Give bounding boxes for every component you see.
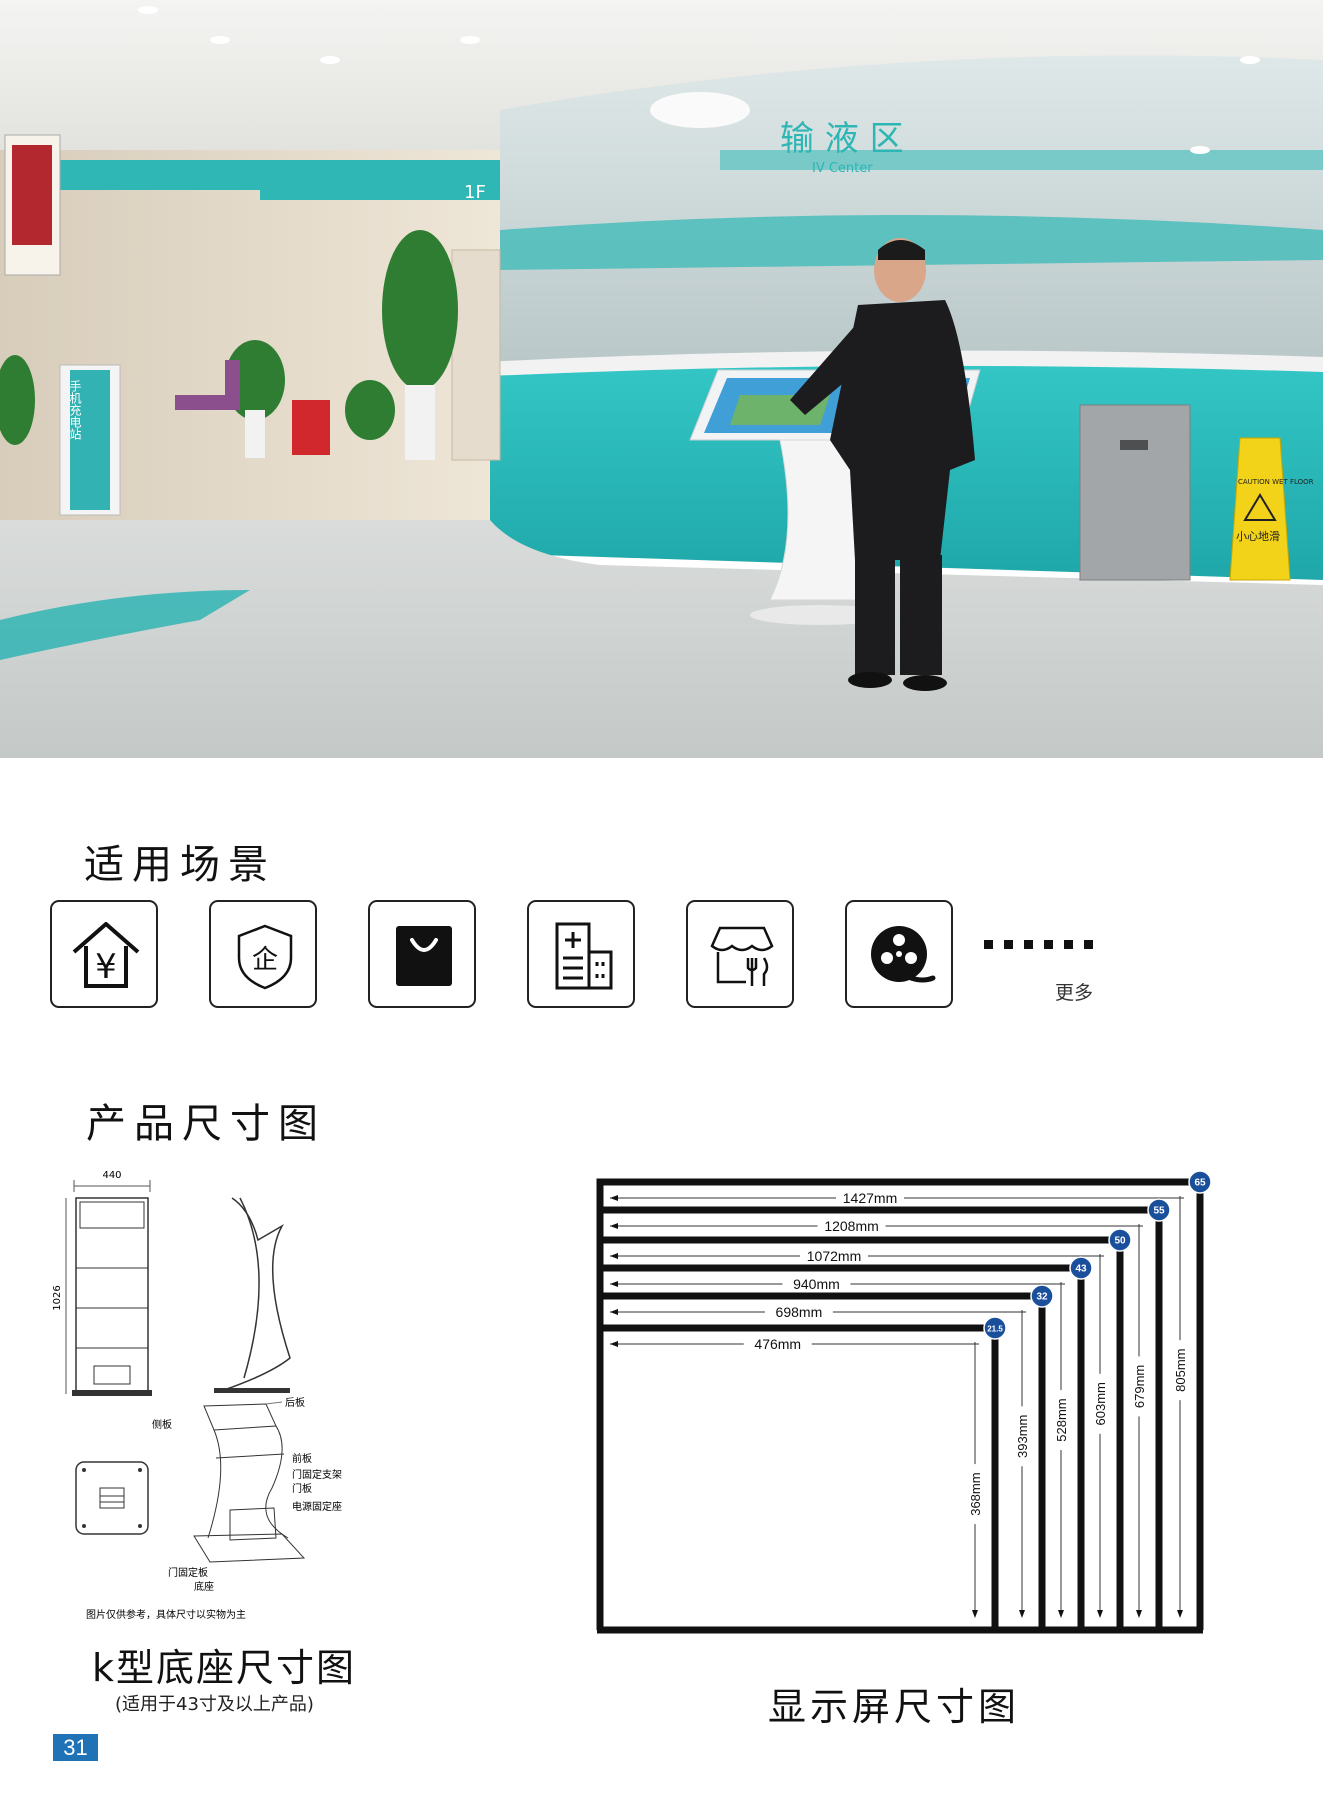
height-label-43: 528mm	[1054, 1398, 1069, 1441]
k-base-subcaption: (适用于43寸及以上产品)	[115, 1694, 314, 1715]
part-label-door-panel: 门板	[292, 1482, 312, 1495]
size-badge-label-21.5: 21.5	[987, 1325, 1003, 1334]
size-badge-21.5	[983, 1316, 1007, 1340]
width-label-bg-43	[782, 1276, 851, 1292]
size-badge-label-43: 43	[1075, 1264, 1087, 1275]
height-label-21.5: 368mm	[968, 1472, 983, 1515]
part-label-base: 底座	[194, 1580, 214, 1593]
width-arrow-43	[610, 1281, 618, 1287]
width-label-bg-55	[817, 1218, 886, 1234]
width-label-bg-32	[764, 1304, 833, 1320]
size-badge-32	[1030, 1284, 1054, 1308]
width-label-43: 940mm	[793, 1276, 840, 1292]
floor-sign: 1F	[464, 182, 486, 203]
part-label-door-plate: 门固定板	[168, 1566, 208, 1579]
size-badge-65	[1188, 1170, 1212, 1194]
scenario-cinema	[845, 900, 953, 1008]
width-arrow-50	[610, 1253, 618, 1259]
width-label-bg-50	[800, 1248, 868, 1264]
screen-outline-21.5	[596, 1324, 999, 1630]
charging-station-sign: 手机充电站	[68, 380, 82, 440]
k-base-drawing: 440 1026 后板 侧板 前板 门固定支架 门板 电源固定座 门固定板 底座…	[52, 1170, 342, 1621]
height-label-bg-21.5	[967, 1464, 983, 1525]
scenario-finance: ¥	[50, 900, 158, 1008]
width-dimension-label: 440	[102, 1170, 121, 1181]
height-label-bg-50	[1092, 1373, 1108, 1434]
size-badge-label-65: 65	[1194, 1178, 1206, 1189]
yen-glyph: ¥	[95, 947, 117, 987]
height-arrow-55	[1136, 1610, 1142, 1618]
scenario-enterprise: 企	[209, 900, 317, 1008]
width-label-bg-65	[836, 1190, 904, 1206]
part-label-power-mount: 电源固定座	[292, 1500, 342, 1513]
more-label: 更多	[1055, 982, 1094, 1004]
scenarios-title: 适用场景	[84, 842, 276, 888]
height-label-bg-43	[1053, 1390, 1069, 1451]
width-label-65: 1427mm	[843, 1190, 897, 1206]
size-badge-55	[1147, 1198, 1171, 1222]
width-arrow-32	[610, 1309, 618, 1315]
screen-outline-65	[596, 1178, 1204, 1630]
height-arrow-32	[1019, 1610, 1025, 1618]
caution-sign-en: CAUTION WET FLOOR	[1238, 478, 1314, 486]
size-badge-50	[1108, 1228, 1132, 1252]
shield-enterprise-icon: 企	[237, 924, 293, 990]
width-arrow-55	[610, 1223, 618, 1229]
part-label-rear-panel: 后板	[285, 1396, 305, 1409]
dimensions-title: 产品尺寸图	[86, 1101, 326, 1147]
width-label-bg-21.5	[743, 1336, 812, 1352]
height-label-50: 603mm	[1093, 1382, 1108, 1425]
scenario-hospital	[527, 900, 635, 1008]
hero-photo: 输 液 区 IV Center 1F CAUTION WET FLOOR 小心地…	[0, 0, 1323, 758]
hospital-lobby-illustration: 输 液 区 IV Center 1F CAUTION WET FLOOR 小心地…	[0, 0, 1323, 758]
part-label-door-bracket: 门固定支架	[292, 1468, 342, 1481]
width-label-32: 698mm	[776, 1304, 823, 1320]
size-badge-label-50: 50	[1114, 1236, 1126, 1247]
part-label-front-panel: 前板	[292, 1452, 312, 1465]
house-yen-icon: ¥	[72, 922, 140, 988]
screen-outline-43	[596, 1264, 1085, 1630]
scenario-restaurant	[686, 900, 794, 1008]
iv-area-sign-en: IV Center	[812, 161, 873, 176]
height-arrow-43	[1058, 1610, 1064, 1618]
screen-outline-32	[596, 1292, 1046, 1630]
height-label-32: 393mm	[1015, 1415, 1030, 1458]
caution-sign-cn: 小心地滑	[1236, 530, 1280, 543]
iv-area-sign: 输 液 区	[780, 119, 904, 159]
more-ellipsis	[984, 940, 1104, 954]
width-arrow-65	[610, 1195, 618, 1201]
film-reel-icon	[871, 926, 936, 983]
part-label-side-panel: 侧板	[152, 1418, 172, 1431]
hospital-building-icon	[555, 922, 613, 990]
restaurant-icon	[710, 926, 774, 986]
size-badge-43	[1069, 1256, 1093, 1280]
height-label-bg-55	[1131, 1356, 1147, 1417]
width-label-21.5: 476mm	[754, 1336, 801, 1352]
height-label-65: 805mm	[1173, 1348, 1188, 1391]
screen-size-caption: 显示屏尺寸图	[768, 1685, 1021, 1729]
enterprise-glyph: 企	[252, 945, 278, 975]
height-arrow-21.5	[972, 1610, 978, 1618]
height-arrow-65	[1177, 1610, 1183, 1618]
shopping-bag-icon	[396, 926, 452, 986]
height-label-bg-32	[1014, 1406, 1030, 1467]
size-badge-label-55: 55	[1153, 1206, 1165, 1217]
height-dimension-label: 1026	[52, 1285, 63, 1310]
width-arrow-21.5	[610, 1341, 618, 1347]
screen-size-chart: 1427mm 805mm 65 1208mm 679mm 55 1072mm 603mm 50 9…	[596, 1170, 1212, 1634]
width-label-50: 1072mm	[807, 1248, 861, 1264]
height-arrow-50	[1097, 1610, 1103, 1618]
page-number: 31	[53, 1734, 98, 1761]
k-base-caption: k型底座尺寸图	[92, 1646, 357, 1690]
height-label-bg-65	[1172, 1340, 1188, 1401]
scenario-retail	[368, 900, 476, 1008]
size-badge-label-32: 32	[1036, 1292, 1048, 1303]
width-label-55: 1208mm	[824, 1218, 878, 1234]
reference-note: 图片仅供参考，具体尺寸以实物为主	[86, 1608, 246, 1621]
height-label-55: 679mm	[1132, 1365, 1147, 1408]
